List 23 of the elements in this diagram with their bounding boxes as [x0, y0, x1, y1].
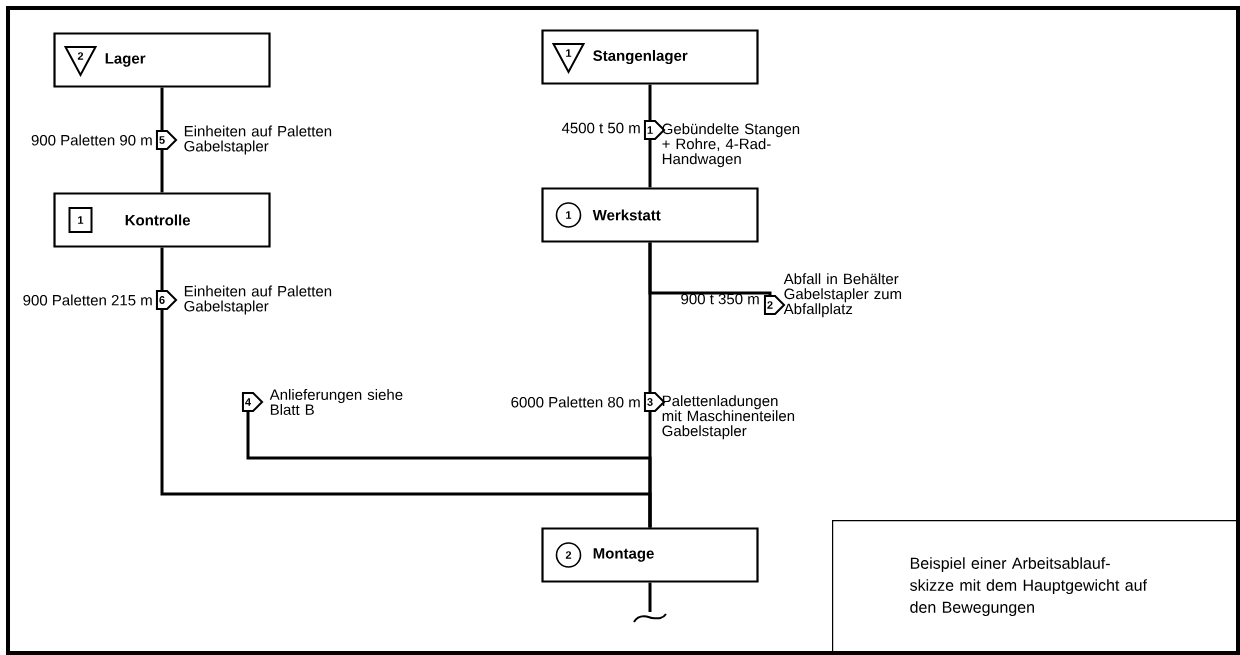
description-label: Einheiten auf Paletten Gabelstapler: [184, 285, 332, 315]
process-box: 2 Lager: [53, 32, 271, 88]
flow-line: [160, 150, 164, 193]
flow-line: [648, 242, 652, 392]
process-box: 1 Stangenlager: [541, 29, 759, 85]
process-box: 1 Kontrolle: [53, 192, 271, 248]
flow-line: [160, 247, 164, 290]
process-box: 2 Montage: [541, 527, 759, 583]
quantity-label: 6000 Paletten 80 m: [511, 396, 640, 408]
process-box: 1 Werkstatt: [541, 187, 759, 243]
flow-line: [246, 412, 652, 528]
flow-line: [648, 582, 652, 612]
description-label: Einheiten auf Paletten Gabelstapler: [184, 125, 332, 155]
note-box: Beispiel einer Arbeitsablauf- skizze mit dem Hauptgewicht auf den Bewegungen: [832, 520, 1238, 654]
flow-line: [648, 140, 652, 188]
flow-line: [160, 87, 164, 130]
quantity-label: 4500 t 50 m: [561, 122, 640, 134]
quantity-label: 900 t 350 m: [681, 293, 759, 305]
description-label: Abfall in Behälter Gabelstapler zum Abfallplatz: [783, 273, 902, 318]
quantity-label: 900 Paletten 90 m: [31, 134, 152, 146]
description-label: Anlieferungen siehe Blatt B: [269, 389, 403, 415]
flow-line: [648, 84, 652, 120]
quantity-label: 900 Paletten 215 m: [23, 294, 152, 306]
